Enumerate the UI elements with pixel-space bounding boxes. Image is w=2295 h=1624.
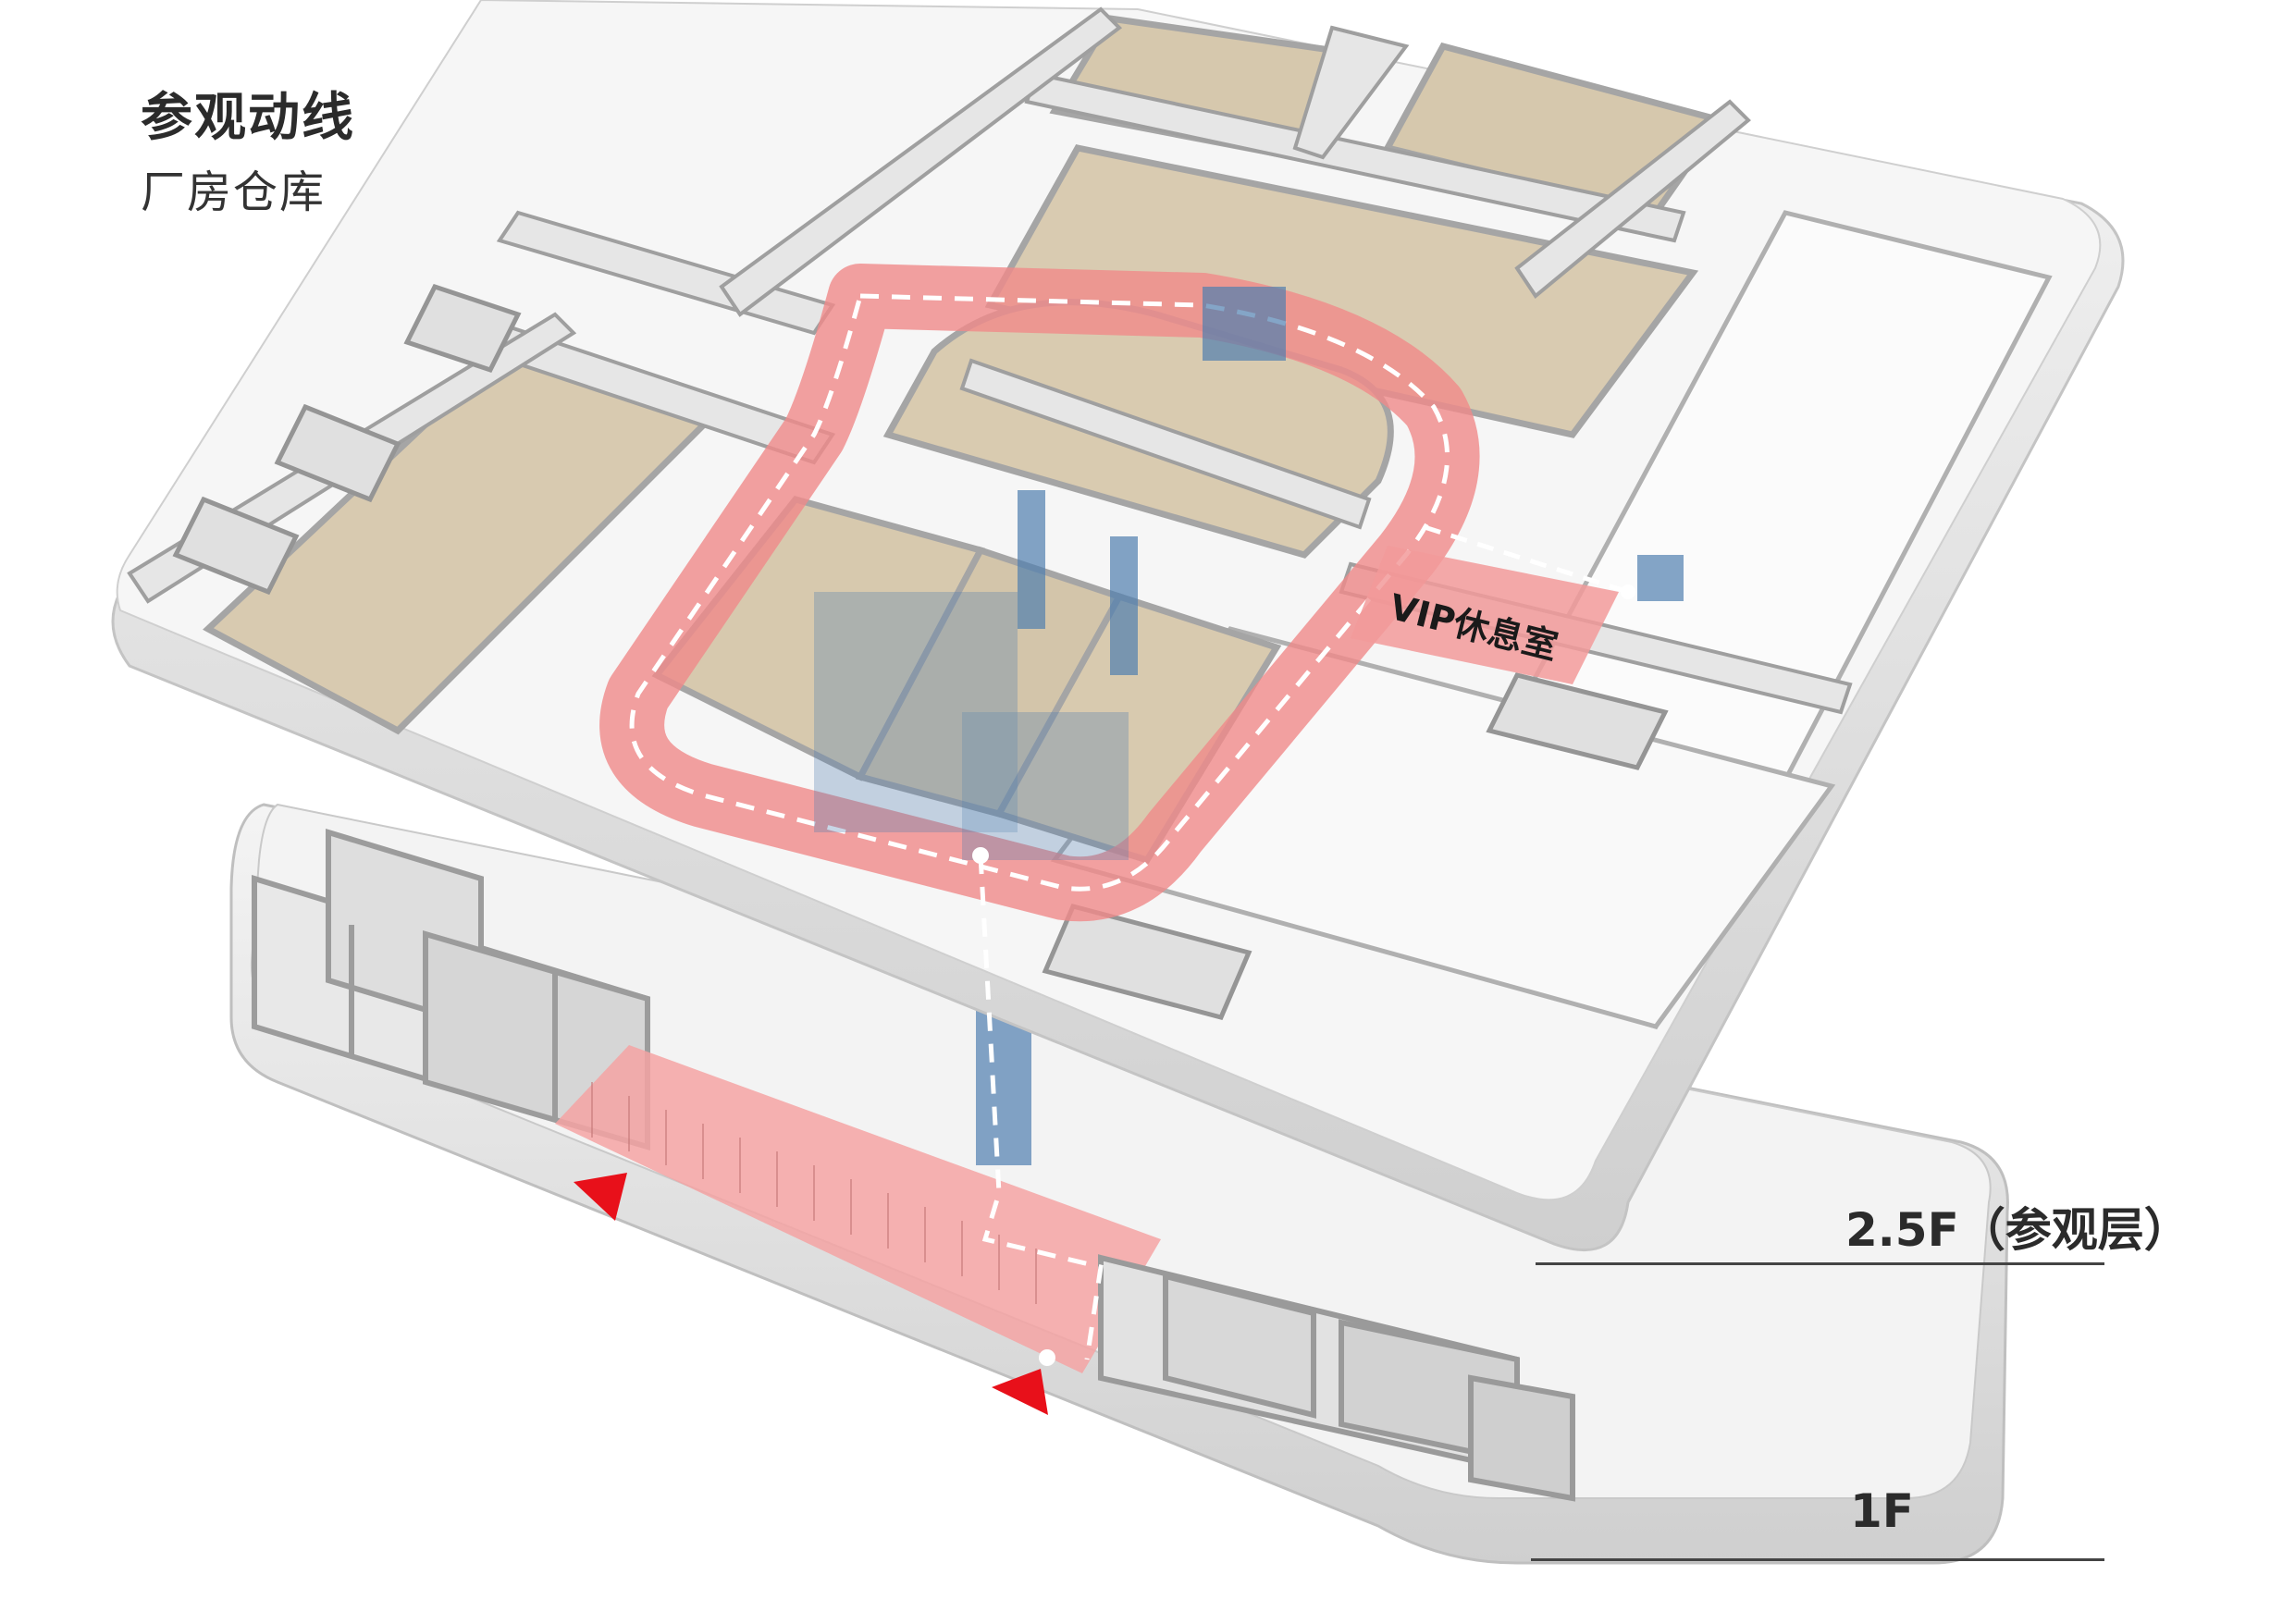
ground-level-label: 1F	[1850, 1484, 1914, 1538]
glass-partitions	[814, 287, 1684, 860]
ground-level-line	[1531, 1558, 2104, 1561]
upper-level-line	[1536, 1262, 2104, 1265]
diagram-subtitle: 厂房仓库	[141, 166, 327, 218]
upper-floor-left-small-rooms	[172, 283, 1669, 1020]
ground-floor-right-rooms	[1098, 1254, 1575, 1502]
entrance-arrow-left	[574, 1173, 627, 1221]
vertical-route	[978, 855, 1104, 1360]
entrance-arrow-right	[992, 1369, 1048, 1415]
route-end-dot	[1039, 1349, 1055, 1366]
ground-floor-slab	[229, 803, 2009, 1565]
ground-floor-entrance-hall	[555, 1045, 1161, 1373]
route-start-dot	[972, 847, 989, 864]
visitor-route-loop	[599, 264, 1480, 922]
upper-level-label: 2.5F（参观层）	[1845, 1203, 2190, 1257]
diagram-title: 参观动线	[141, 88, 355, 148]
